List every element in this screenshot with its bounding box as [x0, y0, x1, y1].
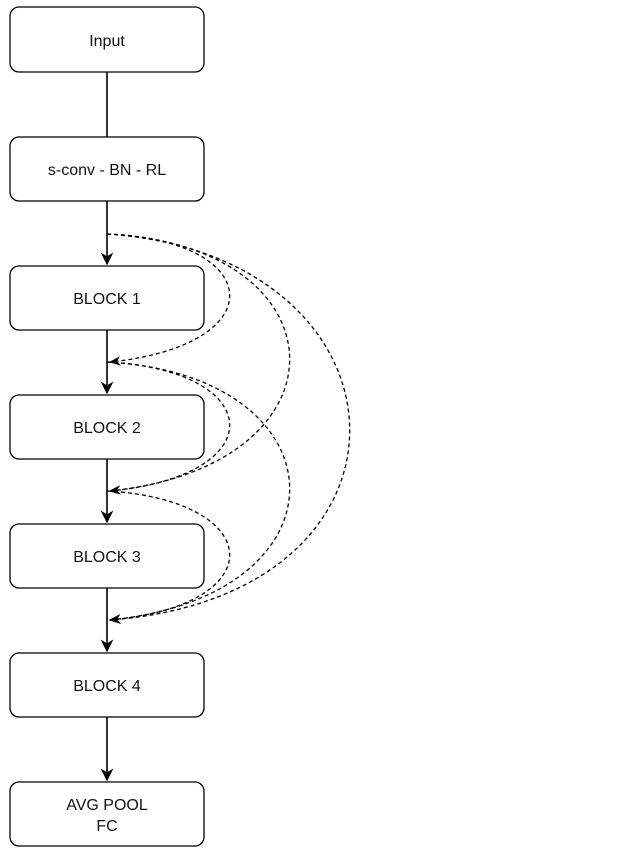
node-block3: BLOCK 3: [9, 523, 205, 589]
node-head-box: [9, 781, 205, 847]
node-block4-box: [9, 652, 205, 718]
node-stem-box: [9, 136, 205, 202]
node-head-label-line2: FC: [96, 818, 117, 835]
node-block2-label: BLOCK 2: [73, 420, 141, 437]
node-block4: BLOCK 4: [9, 652, 205, 718]
node-block3-box: [9, 523, 205, 589]
skip-block2-to-block3-out: [106, 490, 231, 624]
node-block2: BLOCK 2: [9, 394, 205, 460]
node-block1-label: BLOCK 1: [73, 291, 141, 308]
node-head-label-line1: AVG POOL: [66, 797, 148, 814]
skip-block1-to-block3-out: [106, 361, 291, 624]
node-block3-label: BLOCK 3: [73, 549, 141, 566]
node-block1: BLOCK 1: [9, 265, 205, 331]
node-stem: s-conv - BN - RL: [9, 136, 205, 202]
node-block1-box: [9, 265, 205, 331]
node-block4-label: BLOCK 4: [73, 678, 141, 695]
node-block2-box: [9, 394, 205, 460]
skip-stem-to-block3-out: [106, 233, 351, 624]
node-head: AVG POOL FC: [9, 781, 205, 847]
skip-stem-to-block2-out: [106, 233, 291, 495]
node-input: Input: [9, 6, 205, 73]
node-stem-label: s-conv - BN - RL: [48, 162, 166, 179]
node-input-box: [9, 6, 205, 73]
skip-connection-edges: [106, 233, 351, 624]
node-input-label: Input: [89, 33, 125, 50]
